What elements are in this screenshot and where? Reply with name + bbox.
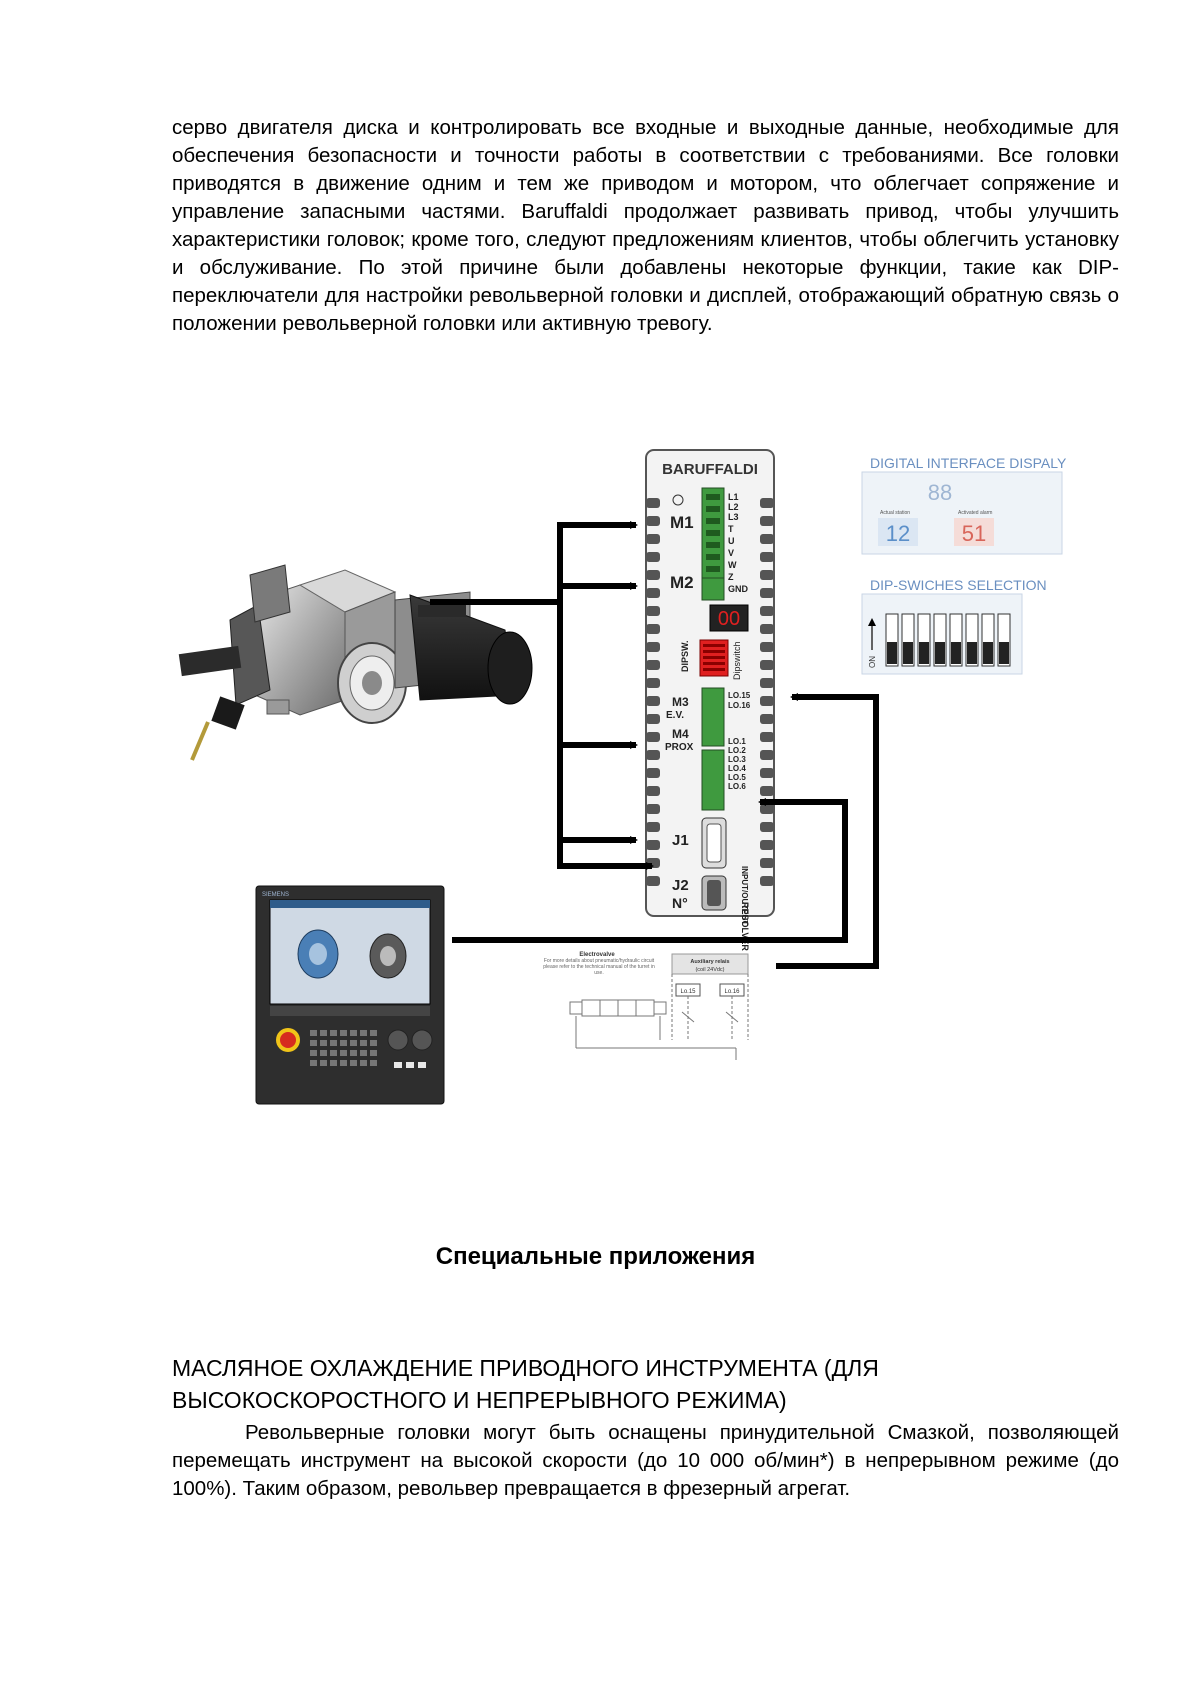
port-j1-label: J1 bbox=[672, 832, 689, 849]
dip-switches-selection-panel: DIP-SWICHES SELECTION ON bbox=[862, 577, 1047, 674]
m1-pin-label: U bbox=[728, 536, 735, 546]
digital-interface-display-panel: DIGITAL INTERFACE DISPALY 88 Actual stat… bbox=[862, 455, 1067, 554]
m1-pin-label: Z bbox=[728, 572, 734, 582]
m3-pin-label: LO.15 bbox=[728, 691, 751, 700]
section-title: Специальные приложения bbox=[0, 1243, 1191, 1271]
m3-pin-label: LO.16 bbox=[728, 701, 751, 710]
auxiliary-relais-sub: (coil 24Vdc) bbox=[695, 967, 724, 973]
m4-pin-label: LO.6 bbox=[728, 782, 746, 791]
activated-alarm-value: 51 bbox=[962, 521, 986, 546]
m1-pin-label: L3 bbox=[728, 512, 739, 522]
cnc-brand-label: SIEMENS bbox=[262, 892, 289, 898]
dip-switch-knob bbox=[951, 642, 961, 664]
port-m3-label: M3 bbox=[672, 695, 689, 709]
port-m2-label: M2 bbox=[670, 573, 694, 592]
dip-switch-knob bbox=[967, 642, 977, 664]
m1-pin-label: T bbox=[728, 524, 734, 534]
intro-paragraph: серво двигателя диска и контролировать в… bbox=[172, 114, 1119, 338]
actual-station-value: 12 bbox=[886, 521, 910, 546]
m1-pin-label: L2 bbox=[728, 502, 739, 512]
drive-display-digits: 00 bbox=[718, 608, 740, 630]
port-m4-label: M4 bbox=[672, 727, 689, 741]
dip-switch-knob bbox=[903, 642, 913, 664]
m4-pin-label: LO.5 bbox=[728, 773, 746, 782]
electrovalve-note: For more details about pneumatic/hydraul… bbox=[540, 958, 658, 976]
dipsw-label: DIPSW. bbox=[680, 640, 690, 672]
resolver-label: RESOLVER bbox=[740, 902, 750, 951]
m1-pin-label: W bbox=[728, 560, 737, 570]
turret-with-motor-image bbox=[179, 565, 532, 760]
dip-on-label: ON bbox=[868, 656, 877, 668]
relay2-label: Lo.16 bbox=[724, 989, 740, 995]
dip-switch-knob bbox=[935, 642, 945, 664]
m1-pin-label: GND bbox=[728, 584, 749, 594]
m1-pin-label: L1 bbox=[728, 492, 739, 502]
m4-pin-label: LO.1 bbox=[728, 737, 746, 746]
m1-pin-label: V bbox=[728, 548, 734, 558]
wiring-diagram-figure: BARUFFALDI M1 M2 L1 L2 L3 T U V W Z GND … bbox=[170, 440, 1130, 1180]
m4-pin-label: LO.2 bbox=[728, 746, 746, 755]
m4-pin-label: LO.4 bbox=[728, 764, 746, 773]
port-j2-label: J2 bbox=[672, 877, 689, 894]
dip-switch-knob bbox=[999, 642, 1009, 664]
dip-switch-knob bbox=[919, 642, 929, 664]
oil-cooling-paragraph: Револьверные головки могут быть оснащены… bbox=[172, 1419, 1119, 1503]
dip-switch-knob bbox=[983, 642, 993, 664]
auxiliary-relais-title: Auxiliary relais bbox=[690, 959, 729, 965]
m4-pin-label: LO.3 bbox=[728, 755, 746, 764]
relay1-label: Lo.15 bbox=[680, 989, 696, 995]
drive-brand-label: BARUFFALDI bbox=[662, 461, 758, 478]
activated-alarm-label: Activated alarm bbox=[958, 510, 992, 516]
electrovalve-relay-schematic: Electrovalve For more details about pneu… bbox=[540, 952, 748, 1060]
port-prox-label: PROX bbox=[665, 742, 694, 753]
port-m1-label: M1 bbox=[670, 513, 694, 532]
digital-display-title: DIGITAL INTERFACE DISPALY bbox=[870, 455, 1067, 471]
siemens-cnc-control-panel: SIEMENS bbox=[256, 886, 444, 1104]
drive-serial-label: N° bbox=[672, 895, 688, 911]
oil-cooling-subheading: МАСЛЯНОЕ ОХЛАЖДЕНИЕ ПРИВОДНОГО ИНСТРУМЕН… bbox=[172, 1352, 1119, 1416]
actual-station-label: Actual station bbox=[880, 510, 910, 516]
digital-display-digits: 88 bbox=[928, 480, 952, 505]
port-ev-label: E.V. bbox=[666, 710, 684, 721]
dipswitch-label: Dipswitch bbox=[732, 641, 742, 680]
dip-switches-title: DIP-SWICHES SELECTION bbox=[870, 577, 1047, 593]
baruffaldi-drive-unit: BARUFFALDI M1 M2 L1 L2 L3 T U V W Z GND … bbox=[646, 450, 774, 951]
dip-switch-knob bbox=[887, 642, 897, 664]
